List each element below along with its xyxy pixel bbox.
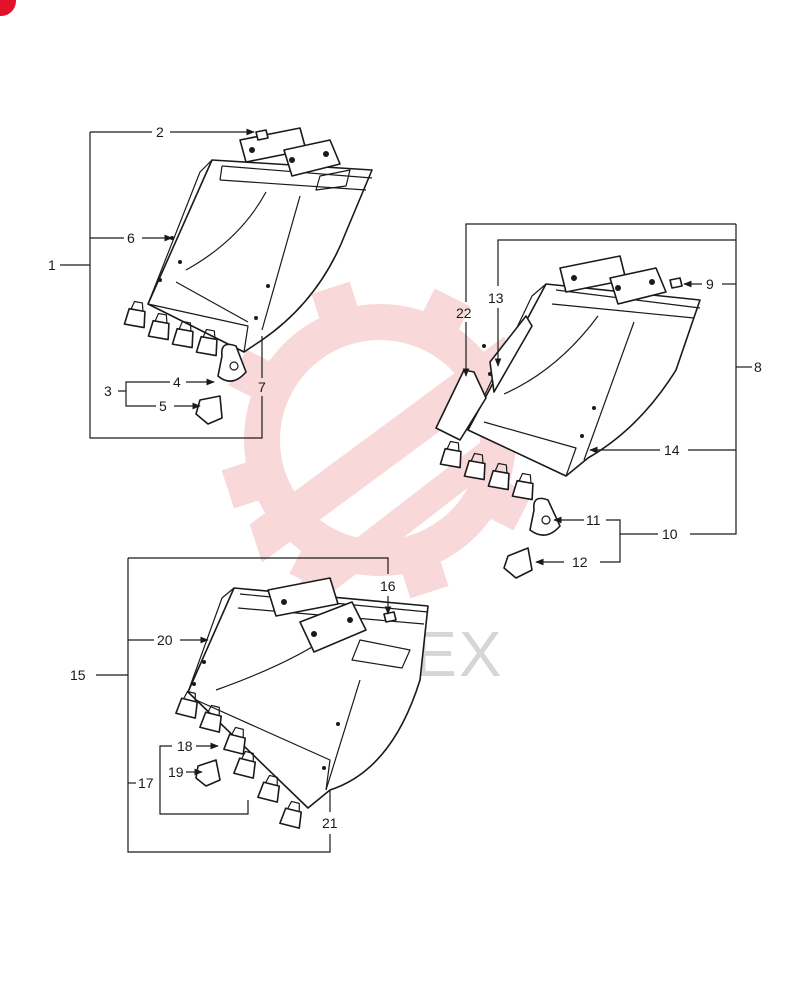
callout-19: 19 [168,764,184,780]
callout-5: 5 [159,398,167,414]
callout-20: 20 [157,632,173,648]
callout-6: 6 [127,230,135,246]
callout-13: 13 [488,290,504,306]
leader-lines [60,128,752,853]
callout-8: 8 [754,359,762,375]
callout-7: 7 [258,379,266,395]
callout-4: 4 [173,374,181,390]
callout-labels: 1 2 3 4 5 6 7 8 9 10 11 12 13 14 15 16 1… [48,124,762,831]
callout-15: 15 [70,667,86,683]
bucket-15-drawing [175,577,429,829]
callout-14: 14 [664,442,680,458]
bucket-8-drawing [435,255,701,579]
bucket-1-drawing [123,127,373,425]
callout-1: 1 [48,257,56,273]
callout-21: 21 [322,815,338,831]
callout-12: 12 [572,554,588,570]
callout-9: 9 [706,276,714,292]
callout-11: 11 [586,512,601,528]
callout-16: 16 [380,578,396,594]
callout-17: 17 [138,775,154,791]
callout-18: 18 [177,738,193,754]
callout-3: 3 [104,383,112,399]
callout-22: 22 [456,305,472,321]
callout-2: 2 [156,124,164,140]
callout-10: 10 [662,526,678,542]
